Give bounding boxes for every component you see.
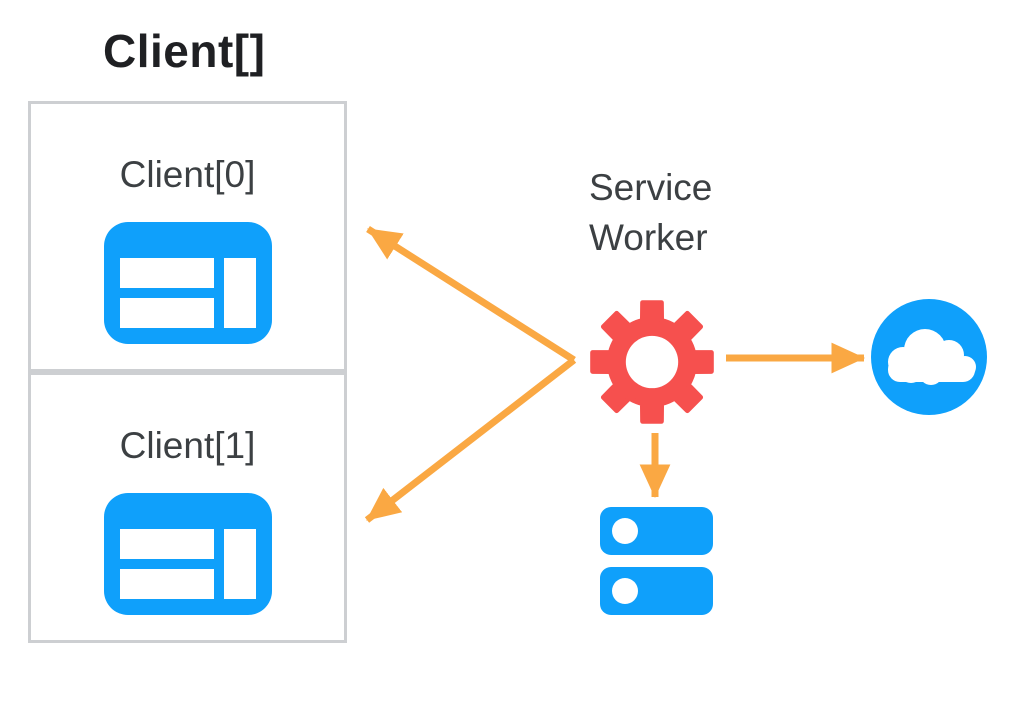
cloud-network-icon bbox=[871, 299, 987, 415]
gear-icon bbox=[590, 300, 714, 424]
arrow-sw-to-client1 bbox=[364, 357, 577, 523]
client1-box: Client[1] bbox=[28, 372, 347, 643]
client1-label: Client[1] bbox=[119, 425, 256, 466]
cache-storage-icon bbox=[600, 507, 713, 615]
arrow-sw-to-client0 bbox=[366, 226, 576, 363]
service-worker-label: Service Worker bbox=[589, 167, 713, 258]
client-array-title: Client[] bbox=[103, 25, 266, 77]
browser-window-icon bbox=[103, 493, 272, 615]
client0-label: Client[0] bbox=[119, 154, 256, 195]
client0-box: Client[0] bbox=[28, 101, 347, 372]
browser-window-icon bbox=[103, 222, 272, 344]
